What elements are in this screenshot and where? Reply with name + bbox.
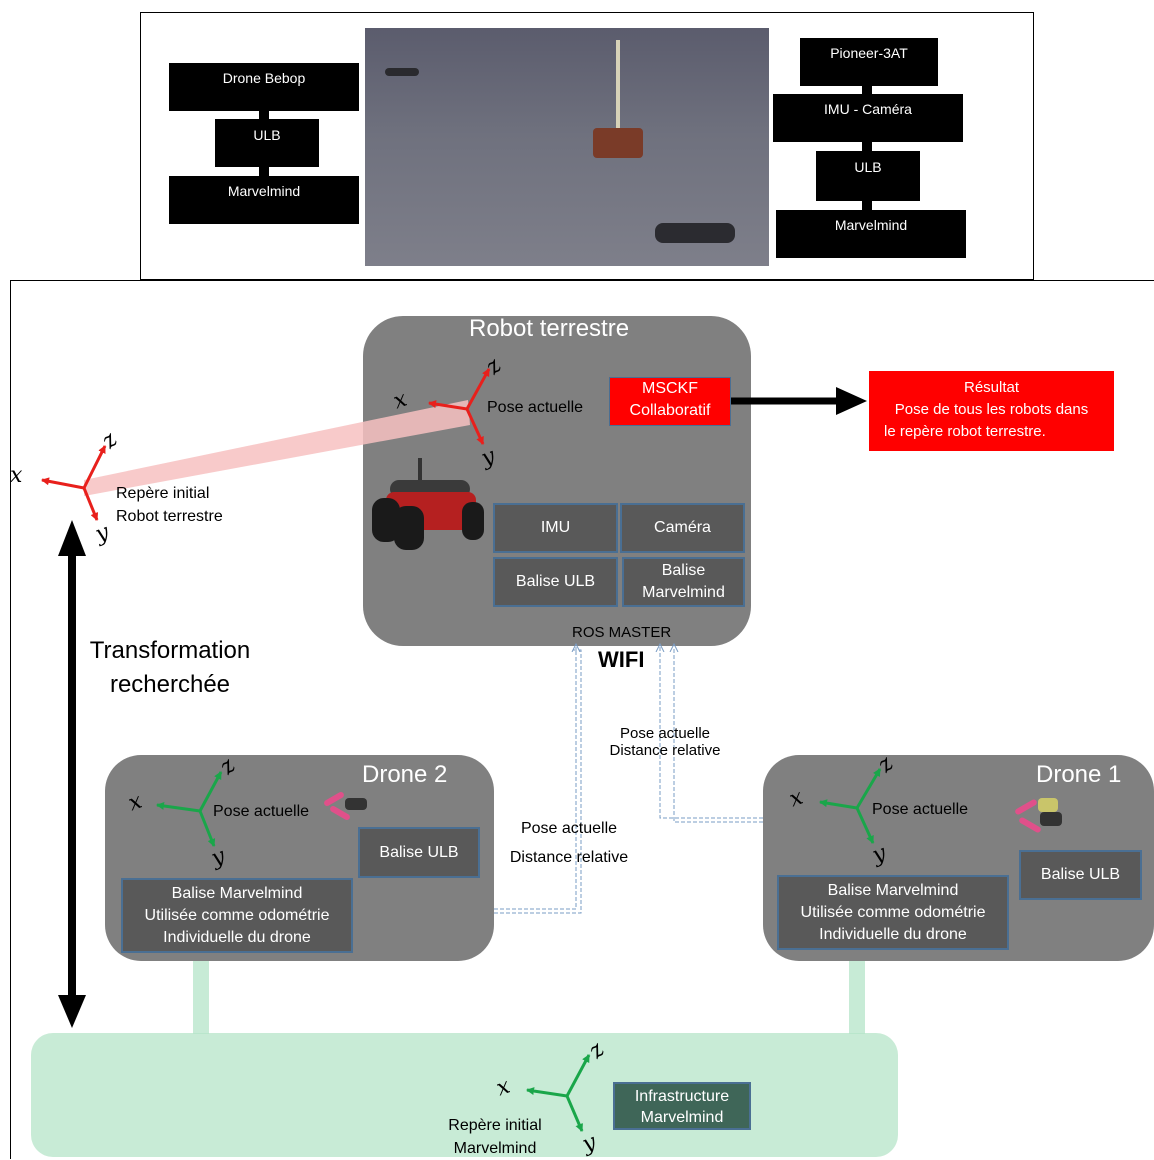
comm-label-left: Pose actuelle Distance relative (494, 814, 644, 872)
drone2-balise-ulb-label: Balise ULB (379, 843, 459, 861)
transformation-label: Transformation recherchée (80, 634, 260, 702)
main-panel-top-border (10, 280, 1154, 281)
pose-beam (84, 400, 470, 496)
drone2-mm-line2: Utilisée comme odométrie (144, 906, 330, 924)
top-panel (140, 12, 1034, 280)
drone1-balise-ulb-cell: Balise ULB (1019, 850, 1142, 900)
main-panel-left-border (10, 280, 11, 1159)
comm-label-right: Pose actuelle Distance relative (590, 725, 740, 759)
drone1-image (1014, 794, 1064, 838)
infra-frame-label: Repère initial Marvelmind (430, 1114, 560, 1160)
initial-frame-line1: Repère initial (116, 485, 210, 502)
drone1-marvelmind-cell: Balise Marvelmind Utilisée comme odométr… (777, 875, 1009, 950)
drone-bebop-block: Drone Bebop (169, 63, 359, 111)
initial-axis-x: x (10, 463, 23, 488)
imu-cell: IMU (493, 503, 618, 553)
robot-terrestre-title: Robot terrestre (469, 315, 630, 342)
robot-balise-mm-line1: Balise (661, 562, 706, 579)
drone2-balise-ulb-cell: Balise ULB (358, 827, 480, 878)
photo-drone-near (655, 223, 735, 243)
initial-robot-frame (41, 445, 107, 521)
comm-right-line1: Pose actuelle (619, 725, 711, 742)
photo-robot-mast (616, 40, 620, 140)
result-line3: le repère robot terrestre. (884, 423, 1046, 440)
infra-frame-line1: Repère initial (448, 1117, 542, 1134)
infra-line2: Marvelmind (640, 1109, 724, 1126)
imu-camera-block: IMU - Caméra (773, 94, 963, 142)
transformation-arrow (58, 520, 86, 1028)
drone2-marvelmind-cell: Balise Marvelmind Utilisée comme odométr… (121, 878, 353, 953)
drone2-pose-label: Pose actuelle (213, 803, 310, 820)
drone1-pose-frame (819, 768, 882, 844)
drone2-mm-line1: Balise Marvelmind (171, 884, 303, 902)
initial-frame-line2: Robot terrestre (116, 508, 223, 525)
result-line2: Pose de tous les robots dans (894, 401, 1089, 418)
infra-line1: Infrastructure (634, 1088, 730, 1105)
drone1-title: Drone 1 (1036, 761, 1122, 788)
transformation-line2: recherchée (109, 671, 231, 698)
comm-left-line1: Pose actuelle (520, 820, 618, 837)
camera-cell: Caméra (620, 503, 745, 553)
ros-master-label: ROS MASTER (572, 624, 672, 641)
transformation-line1: Transformation (89, 637, 251, 664)
result-arrow (731, 387, 867, 415)
drone2-mm-line3: Individuelle du drone (163, 928, 311, 946)
infrastructure-marvelmind-box: Infrastructure Marvelmind (613, 1082, 751, 1130)
drone1-mm-line1: Balise Marvelmind (827, 881, 959, 899)
robot-ulb-block: ULB (816, 151, 920, 201)
pioneer-robot-image (368, 458, 492, 550)
robot-pose-label: Pose actuelle (487, 399, 584, 416)
robot-pose-frame (428, 368, 491, 445)
infrastructure-band (31, 1033, 898, 1157)
drone-marvelmind-block: Marvelmind (169, 176, 359, 224)
drone2-title: Drone 2 (362, 761, 448, 788)
result-box: Résultat Pose de tous les robots dans le… (869, 371, 1114, 451)
drone2-pose-frame (156, 771, 223, 847)
robot-balise-ulb-cell: Balise ULB (493, 557, 618, 607)
photo-robot-body (593, 128, 643, 158)
msckf-line1: MSCKF (642, 380, 698, 397)
drone1-mm-line2: Utilisée comme odométrie (800, 903, 986, 921)
robot-balise-mm-cell: Balise Marvelmind (622, 557, 745, 607)
robot-marvelmind-block: Marvelmind (776, 210, 966, 258)
msckf-line2: Collaboratif (629, 402, 711, 419)
comm-right-line2: Distance relative (609, 742, 721, 759)
result-line1: Résultat (963, 379, 1020, 396)
infra-frame-line2: Marvelmind (453, 1140, 537, 1157)
robot-balise-mm-line2: Marvelmind (642, 584, 725, 601)
drone1-balise-ulb-label: Balise ULB (1040, 866, 1121, 883)
drone1-pose-label: Pose actuelle (872, 801, 969, 818)
drone2-image (322, 790, 369, 824)
scene-photo (365, 28, 769, 266)
pioneer-block: Pioneer-3AT (800, 38, 938, 86)
imu-label: IMU (540, 519, 571, 536)
camera-label: Caméra (654, 519, 711, 536)
wifi-label: WIFI (598, 647, 645, 672)
drone-ulb-block: ULB (215, 119, 319, 167)
photo-drone-far (385, 68, 419, 76)
wifi-links (494, 647, 763, 914)
comm-left-line2: Distance relative (509, 849, 629, 866)
infrastructure-frame (526, 1054, 591, 1132)
robot-balise-ulb-label: Balise ULB (515, 573, 596, 590)
msckf-box: MSCKF Collaboratif (609, 377, 731, 426)
drone1-mm-line3: Individuelle du drone (819, 925, 967, 943)
